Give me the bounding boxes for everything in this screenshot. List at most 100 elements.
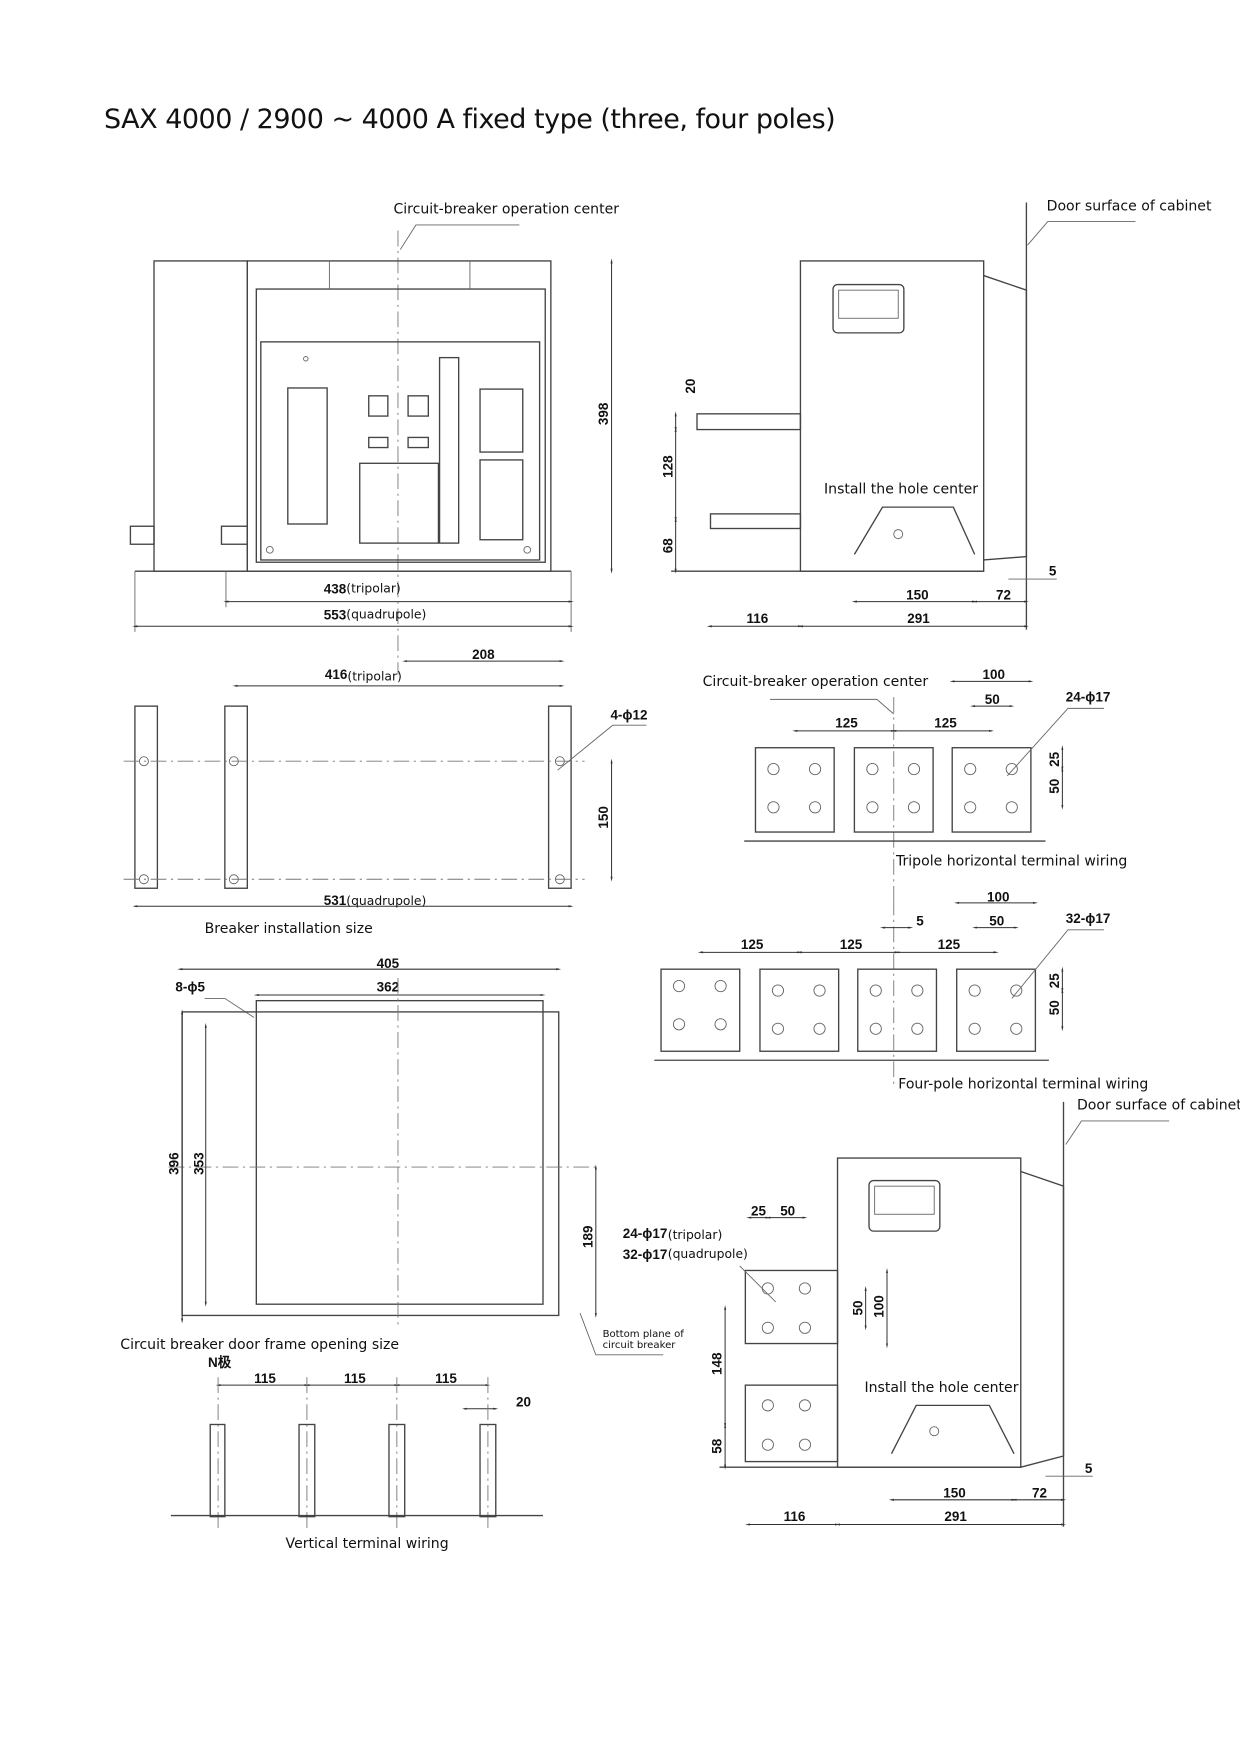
leader-line <box>770 698 895 715</box>
side-view-top: Door surface of cabinet Install the hole… <box>660 198 1212 630</box>
holes-8-phi5: 8-ϕ5 <box>175 980 205 995</box>
front-cover <box>1020 1170 1065 1468</box>
panel-window <box>287 387 328 525</box>
dim-100: 100 <box>983 667 1006 682</box>
vertical-wiring: N极 115 115 115 20 Vertical terminal wiri… <box>170 1354 543 1552</box>
fourpole-caption: Four-pole horizontal terminal wiring <box>898 1076 1148 1092</box>
leader-line <box>1006 707 1104 777</box>
dim-553: 553 <box>324 608 347 623</box>
dim-50: 50 <box>985 692 1000 707</box>
dim-115c: 115 <box>435 1371 457 1386</box>
dim-25: 25 <box>1047 973 1062 988</box>
dim-5: 5 <box>1049 564 1057 579</box>
dim-100: 100 <box>987 890 1010 905</box>
vertical-terminal <box>388 1423 406 1518</box>
dim-362: 362 <box>377 980 399 995</box>
terminal-block <box>857 968 938 1052</box>
tripolar-note: (tripolar) <box>346 582 401 596</box>
dim-50-vertical: 50 <box>850 1300 865 1315</box>
tripole-wiring: Circuit-breaker operation center 125 125… <box>703 667 1127 900</box>
leader-line <box>1065 1120 1170 1145</box>
terminal-bolt <box>129 525 155 545</box>
holes-24-phi17: 24-ϕ17 <box>623 1226 668 1241</box>
mounting-holes <box>138 756 565 885</box>
holes-4-phi12: 4-ϕ12 <box>610 708 647 723</box>
installation-view: 208 416 (tripolar) 4-ϕ12 150 531 (quadru… <box>123 647 648 937</box>
dim-405: 405 <box>377 956 400 971</box>
side-window-inner <box>874 1185 935 1215</box>
terminal-block <box>759 968 840 1052</box>
panel-window <box>479 388 524 453</box>
dim-150: 150 <box>596 806 611 829</box>
install-hole-center-label: Install the hole center <box>865 1380 1019 1396</box>
leader-line <box>1027 221 1136 246</box>
panel-button <box>368 395 389 417</box>
holes-24-phi17: 24-ϕ17 <box>1066 690 1111 705</box>
door-surface-label: Door surface of cabinet <box>1077 1098 1240 1114</box>
front-view: Circuit-breaker operation center 398 438… <box>129 202 619 675</box>
door-frame-view: 405 362 8-ϕ5 396 353 189 Circuit breaker… <box>120 956 597 1353</box>
holes-32-phi17: 32-ϕ17 <box>623 1247 668 1262</box>
terminal-block <box>853 747 934 833</box>
dim-125b: 125 <box>840 937 863 952</box>
dim-25: 25 <box>751 1203 766 1218</box>
side-view-bottom: Door surface of cabinet Install the hole… <box>579 1098 1240 1527</box>
dim-148: 148 <box>710 1352 725 1375</box>
mounting-hole <box>138 756 149 767</box>
handle <box>438 356 460 544</box>
dim-20: 20 <box>683 379 698 394</box>
dim-416: 416 <box>325 667 348 682</box>
panel-window <box>479 459 524 541</box>
tripole-caption: Tripole horizontal terminal wiring <box>895 854 1127 870</box>
dim-50: 50 <box>780 1203 795 1218</box>
mounting-rail <box>224 705 248 889</box>
panel-slot <box>407 436 429 449</box>
dim-125b: 125 <box>934 715 957 730</box>
dim-72: 72 <box>996 587 1011 602</box>
terminal-block <box>660 968 741 1052</box>
dim-125a: 125 <box>835 715 858 730</box>
mounting-foot <box>890 1404 1015 1455</box>
upper-terminal-block <box>744 1269 839 1345</box>
leader-line <box>1011 929 1104 999</box>
leader-line <box>204 997 255 1018</box>
front-panel <box>260 341 541 561</box>
mounting-hole <box>228 756 239 767</box>
operation-center-label: Circuit-breaker operation center <box>393 202 619 218</box>
dim-353: 353 <box>191 1152 206 1175</box>
front-cover <box>983 274 1028 561</box>
dim-125c: 125 <box>938 937 961 952</box>
indicator-dot <box>303 356 309 362</box>
n-pole-label: N极 <box>208 1354 232 1370</box>
vertical-terminal <box>298 1423 316 1518</box>
vertical-terminal <box>479 1423 497 1518</box>
lower-terminal-block <box>744 1384 839 1463</box>
mounting-hole <box>893 529 904 540</box>
page-title: SAX 4000 / 2900 ~ 4000 A fixed type (thr… <box>104 104 836 135</box>
dim-189: 189 <box>580 1225 595 1248</box>
dim-531: 531 <box>324 893 347 908</box>
quadrupole-note: (quadrupole) <box>668 1247 748 1261</box>
side-window <box>868 1179 941 1232</box>
dim-50: 50 <box>989 913 1004 928</box>
mounting-hole <box>228 874 239 885</box>
terminal-block <box>951 747 1032 833</box>
dim-115b: 115 <box>344 1371 366 1386</box>
dim-150: 150 <box>906 587 929 602</box>
panel-slot <box>368 436 389 449</box>
screw <box>523 546 532 554</box>
terminal-holes <box>767 763 1018 814</box>
dim-25: 25 <box>1047 751 1062 766</box>
dim-116: 116 <box>746 611 768 626</box>
leader-line <box>557 724 647 771</box>
terminal-block <box>956 968 1037 1052</box>
tripolar-note: (tripolar) <box>347 669 402 683</box>
leader-line <box>579 1313 664 1356</box>
operation-center-label: Circuit-breaker operation center <box>703 674 929 690</box>
dim-438: 438 <box>324 582 347 597</box>
dim-72: 72 <box>1032 1486 1047 1501</box>
dim-20: 20 <box>516 1395 531 1410</box>
terminal-block <box>754 747 835 833</box>
dim-125a: 125 <box>741 937 764 952</box>
vertical-terminal <box>209 1423 226 1518</box>
